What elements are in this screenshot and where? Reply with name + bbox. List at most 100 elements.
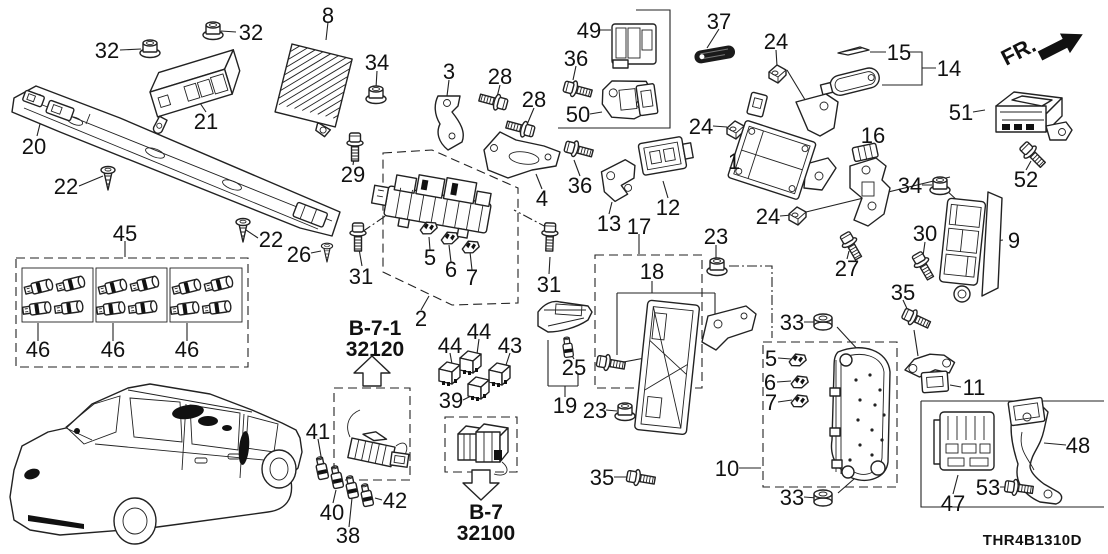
ref-b7-arrow-down	[462, 469, 500, 501]
callout-23-60: 23	[583, 398, 607, 423]
callout-7-21: 7	[466, 265, 478, 290]
callout-45-8: 45	[113, 221, 137, 246]
callout-11-54: 11	[963, 375, 986, 400]
part-24-clip	[768, 64, 787, 84]
part-39-relay	[467, 376, 490, 402]
part-36-bolt	[561, 77, 595, 102]
group-boxes	[15, 9, 1104, 508]
part-50-bracket	[601, 80, 659, 120]
part-14-key-fob	[819, 67, 880, 96]
callout-33-48: 33	[780, 310, 804, 335]
part-52-screw	[1016, 138, 1050, 172]
callout-3-14: 3	[443, 59, 455, 84]
callout-21-2: 21	[194, 109, 218, 134]
part-26-fastener	[320, 242, 334, 263]
part-10-control-unit	[787, 313, 891, 507]
callout-46-9: 46	[26, 337, 50, 362]
callout-47-56: 47	[941, 491, 965, 516]
callout-39-69: 39	[439, 388, 463, 413]
part-44-relay	[459, 350, 482, 376]
callout-8-3: 8	[322, 3, 334, 28]
part-35-bolt	[625, 467, 657, 490]
callout-19-58: 19	[553, 393, 577, 418]
box-46-1	[21, 267, 94, 323]
callout-28-15: 28	[488, 64, 512, 89]
callout-22-6: 22	[259, 227, 283, 252]
callout-46-11: 46	[175, 337, 199, 362]
callout-34-12: 34	[365, 50, 389, 75]
part-21-control-unit	[149, 49, 241, 135]
callout-29-13: 29	[341, 162, 365, 187]
part-9-control-unit	[938, 191, 1003, 303]
part-33-grommet	[813, 489, 833, 507]
ref-b71-code: 32120	[346, 338, 404, 361]
box-45	[15, 257, 249, 368]
callout-51-39: 51	[949, 100, 973, 125]
part-31-bolt	[540, 222, 559, 252]
fr-label: FR.	[997, 32, 1040, 70]
part-23-nut	[706, 257, 728, 277]
part-31-bolt	[349, 222, 367, 252]
ref-b71-name: B-7-1	[349, 317, 402, 340]
part-47-control-unit	[933, 411, 995, 471]
part-29-bolt	[346, 132, 364, 162]
callout-5-19: 5	[424, 245, 436, 270]
part-18-unit-assembly	[595, 299, 757, 436]
part-5-clip	[787, 352, 808, 368]
callout-18-31: 18	[640, 259, 664, 284]
callout-49-25: 49	[577, 18, 601, 43]
callout-6-52: 6	[764, 370, 776, 395]
callout-23-46: 23	[704, 224, 728, 249]
callout-32-1: 32	[239, 20, 263, 45]
part-2-fuse-box	[370, 174, 492, 239]
callout-26-7: 26	[287, 242, 311, 267]
callout-24-35: 24	[756, 204, 780, 229]
part-34-nut	[365, 85, 387, 105]
part-b7-relay-block	[457, 423, 509, 476]
box-46-3	[169, 267, 243, 323]
part-22-screw	[100, 165, 116, 191]
callout-30-44: 30	[913, 221, 937, 246]
callout-42-65: 42	[383, 488, 407, 513]
callout-27-45: 27	[835, 256, 859, 281]
box-49-50	[558, 9, 671, 129]
vehicle-illustration	[9, 383, 303, 545]
part-24-clip	[788, 206, 807, 226]
callout-32-0: 32	[95, 38, 119, 63]
parts-artwork: FR.	[9, 21, 1083, 545]
part-32-nut	[202, 21, 224, 41]
part-48-bracket	[1007, 396, 1063, 505]
callout-14-37: 14	[937, 56, 961, 81]
part-32-nut	[139, 39, 161, 59]
callout-38-64: 38	[336, 523, 360, 548]
callout-31-17: 31	[349, 264, 373, 289]
callout-37-32: 37	[707, 9, 731, 34]
callout-7-53: 7	[765, 390, 777, 415]
callout-2-22: 2	[415, 306, 427, 331]
callout-17-30: 17	[627, 214, 651, 239]
box-2	[382, 149, 519, 306]
ref-b7-name: B-7	[469, 501, 503, 524]
part-18-bolt	[595, 352, 627, 375]
callout-24-33: 24	[764, 29, 788, 54]
ref-block-b7: B-7 32100	[457, 469, 515, 545]
box-17	[594, 254, 703, 389]
callout-25-59: 25	[562, 355, 586, 380]
part-46-sensors	[21, 274, 235, 317]
part-13-bracket	[600, 159, 636, 203]
callout-50-26: 50	[566, 102, 590, 127]
part-6-clip	[439, 230, 460, 246]
callout-15-36: 15	[887, 40, 911, 65]
part-5-clip	[418, 220, 439, 236]
callout-1-38: 1	[728, 149, 740, 174]
part-8-control-unit	[274, 43, 353, 138]
part-34-nut	[929, 176, 951, 196]
callout-33-49: 33	[780, 485, 804, 510]
part-6-clip	[789, 374, 810, 390]
callout-36-24: 36	[564, 46, 588, 71]
callout-4-23: 4	[536, 186, 548, 211]
callout-46-10: 46	[101, 337, 125, 362]
